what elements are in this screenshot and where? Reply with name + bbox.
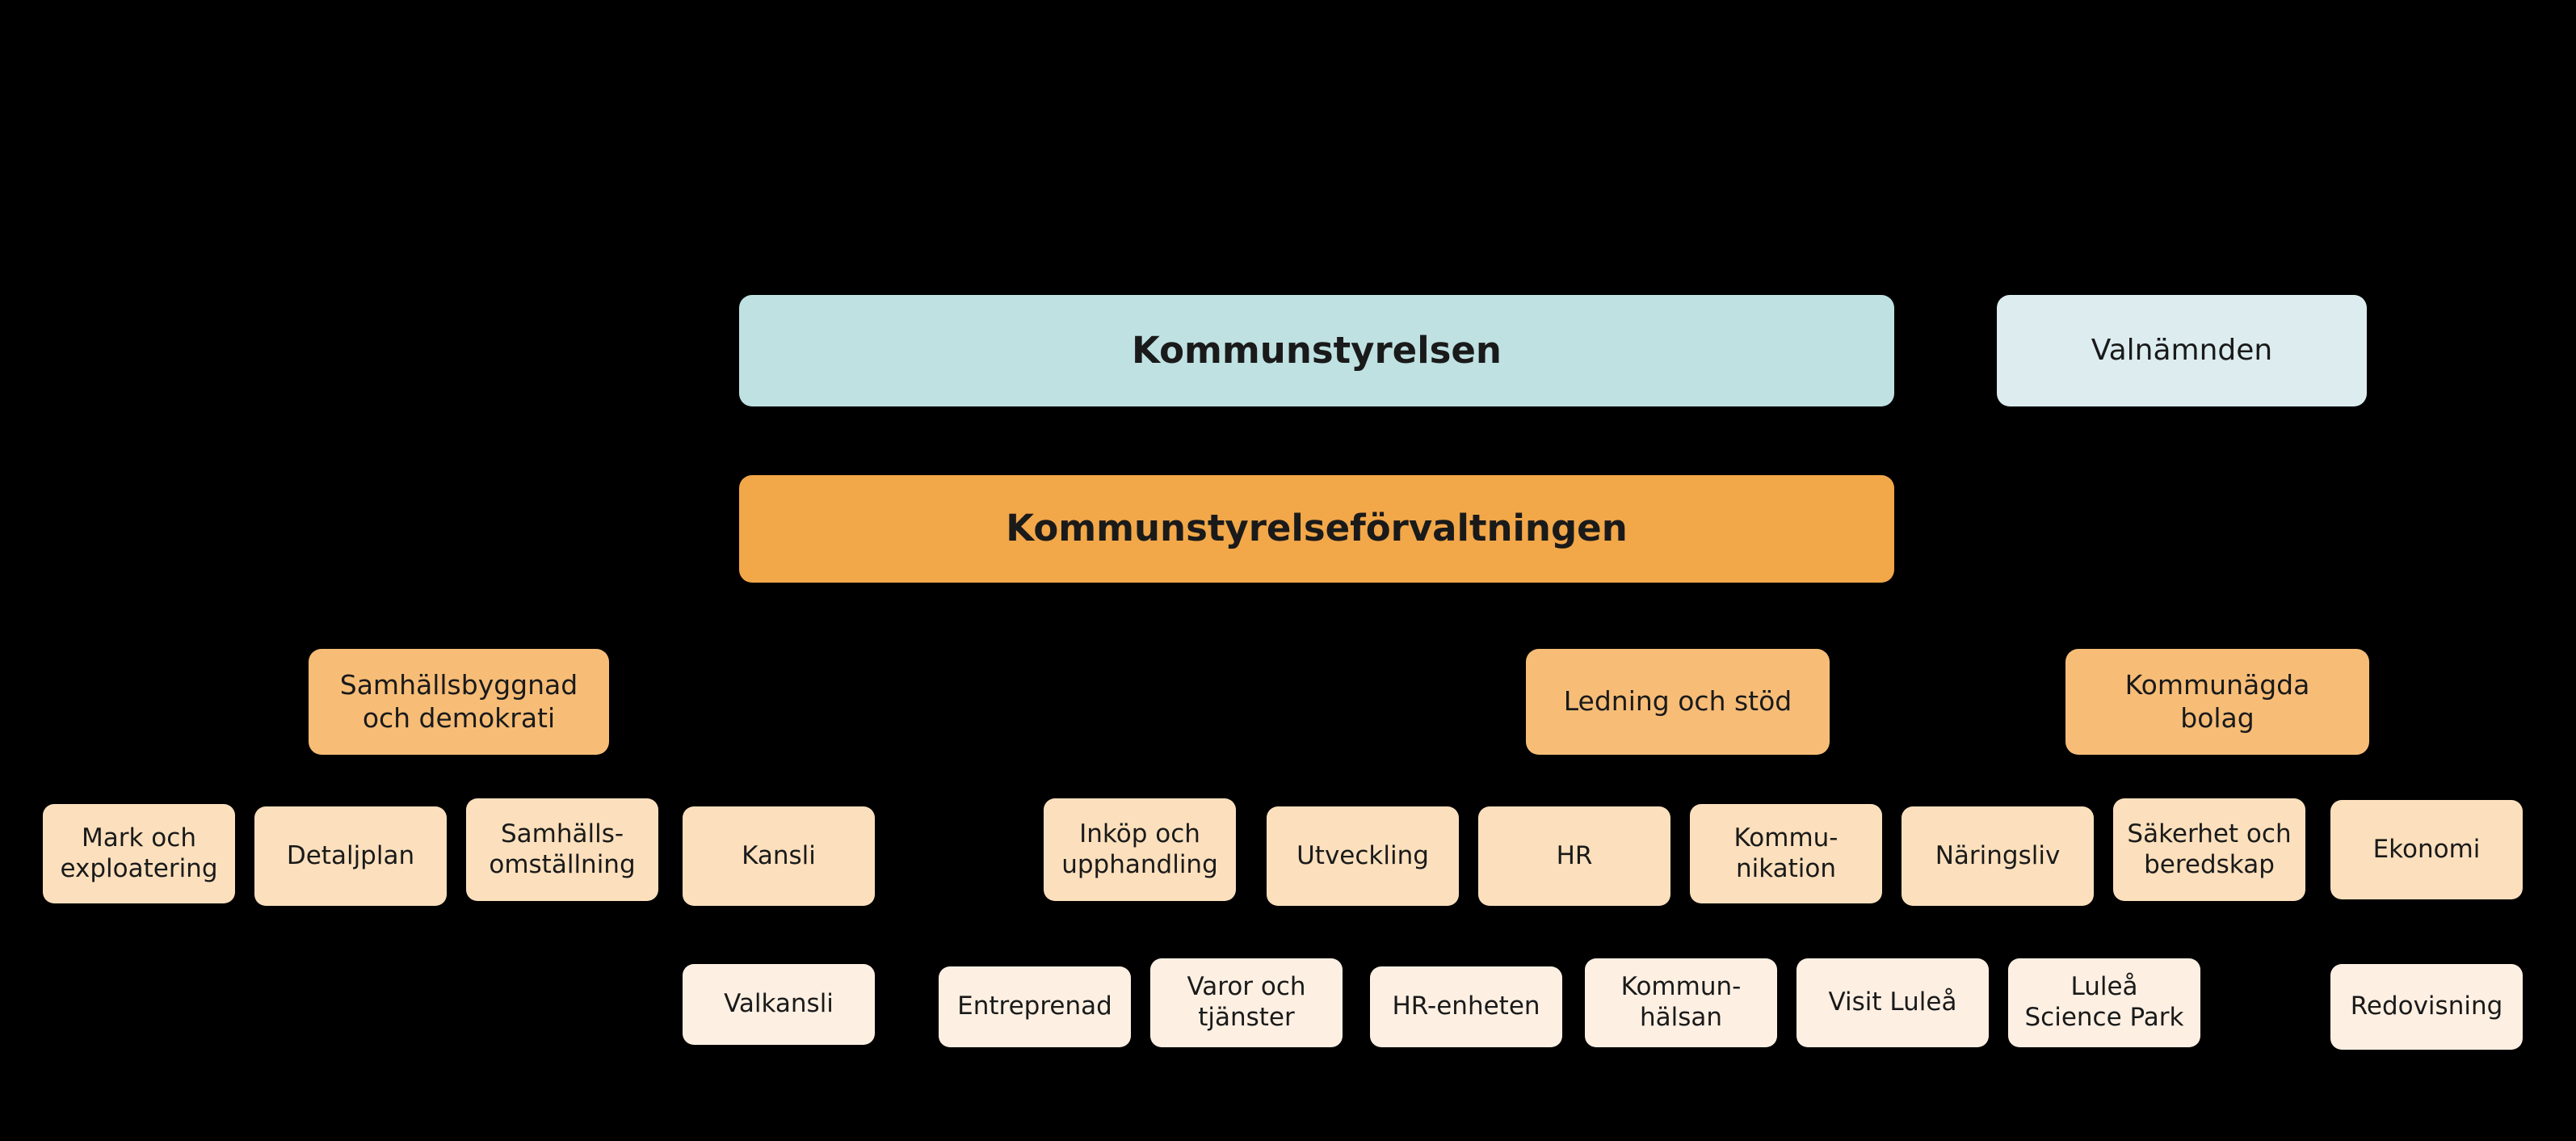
org-node-hr[interactable]: HR	[1478, 806, 1670, 906]
org-node-kommunhalsan[interactable]: Kommun- hälsan	[1585, 958, 1777, 1047]
org-node-visit-lulea[interactable]: Visit Luleå	[1796, 958, 1989, 1047]
org-node-ekonomi[interactable]: Ekonomi	[2330, 800, 2523, 899]
org-node-redovisning[interactable]: Redovisning	[2330, 964, 2523, 1050]
org-node-label: Mark och exploatering	[60, 823, 218, 883]
org-node-label: HR-enheten	[1392, 992, 1540, 1021]
org-node-kommunstyrelsen[interactable]: Kommunstyrelsen	[739, 295, 1894, 406]
org-node-kommunikation[interactable]: Kommu- nikation	[1690, 804, 1882, 903]
org-node-samhallsbyggnad-och-demokrati[interactable]: Samhällsbyggnad och demokrati	[309, 649, 609, 755]
org-node-valnamnden[interactable]: Valnämnden	[1997, 295, 2367, 406]
org-node-utveckling[interactable]: Utveckling	[1267, 806, 1459, 906]
org-node-samhallsomstallning[interactable]: Samhälls- omställning	[466, 798, 658, 901]
org-node-label: Kommu- nikation	[1733, 823, 1838, 883]
org-node-label: Kommun- hälsan	[1620, 972, 1742, 1032]
org-node-label: Näringsliv	[1935, 840, 2061, 870]
org-node-label: Kommunägda bolag	[2124, 669, 2310, 734]
org-node-label: Detaljplan	[286, 840, 415, 870]
org-node-label: Ledning och stöd	[1563, 685, 1792, 718]
org-node-hr-enheten[interactable]: HR-enheten	[1370, 966, 1562, 1047]
org-node-label: Entreprenad	[957, 992, 1112, 1021]
org-node-kommunstyrelseforvaltningen[interactable]: Kommunstyrelseförvaltningen	[739, 475, 1894, 583]
org-node-label: Utveckling	[1296, 840, 1429, 870]
org-node-label: Kommunstyrelseförvaltningen	[1006, 507, 1628, 550]
org-node-sakerhet-och-beredskap[interactable]: Säkerhet och beredskap	[2113, 798, 2305, 901]
org-node-valkansli[interactable]: Valkansli	[683, 964, 875, 1045]
org-node-label: Säkerhet och beredskap	[2127, 819, 2292, 879]
org-node-label: Samhälls- omställning	[489, 819, 636, 879]
org-node-label: Luleå Science Park	[2024, 972, 2184, 1032]
org-node-kommunagda-bolag[interactable]: Kommunägda bolag	[2065, 649, 2369, 755]
org-node-label: Visit Luleå	[1828, 987, 1957, 1017]
org-node-inkop-och-upphandling[interactable]: Inköp och upphandling	[1044, 798, 1236, 901]
org-node-label: Redovisning	[2350, 992, 2503, 1021]
org-node-label: Kansli	[742, 840, 816, 870]
org-node-varor-och-tjanster[interactable]: Varor och tjänster	[1150, 958, 1343, 1047]
org-node-label: Valnämnden	[2091, 334, 2273, 368]
org-node-detaljplan[interactable]: Detaljplan	[254, 806, 447, 906]
org-node-naringsliv[interactable]: Näringsliv	[1902, 806, 2094, 906]
org-node-ledning-och-stod[interactable]: Ledning och stöd	[1526, 649, 1830, 755]
org-node-label: HR	[1556, 840, 1593, 870]
org-node-label: Varor och tjänster	[1187, 972, 1306, 1032]
org-node-label: Kommunstyrelsen	[1132, 328, 1502, 372]
org-node-mark-och-exploatering[interactable]: Mark och exploatering	[43, 804, 235, 903]
org-node-entreprenad[interactable]: Entreprenad	[939, 966, 1131, 1047]
org-node-label: Inköp och upphandling	[1061, 819, 1218, 879]
org-node-label: Samhällsbyggnad och demokrati	[339, 669, 578, 734]
org-node-label: Valkansli	[724, 989, 834, 1019]
org-node-label: Ekonomi	[2372, 834, 2481, 864]
org-node-lulea-science-park[interactable]: Luleå Science Park	[2008, 958, 2200, 1047]
org-node-kansli[interactable]: Kansli	[683, 806, 875, 906]
